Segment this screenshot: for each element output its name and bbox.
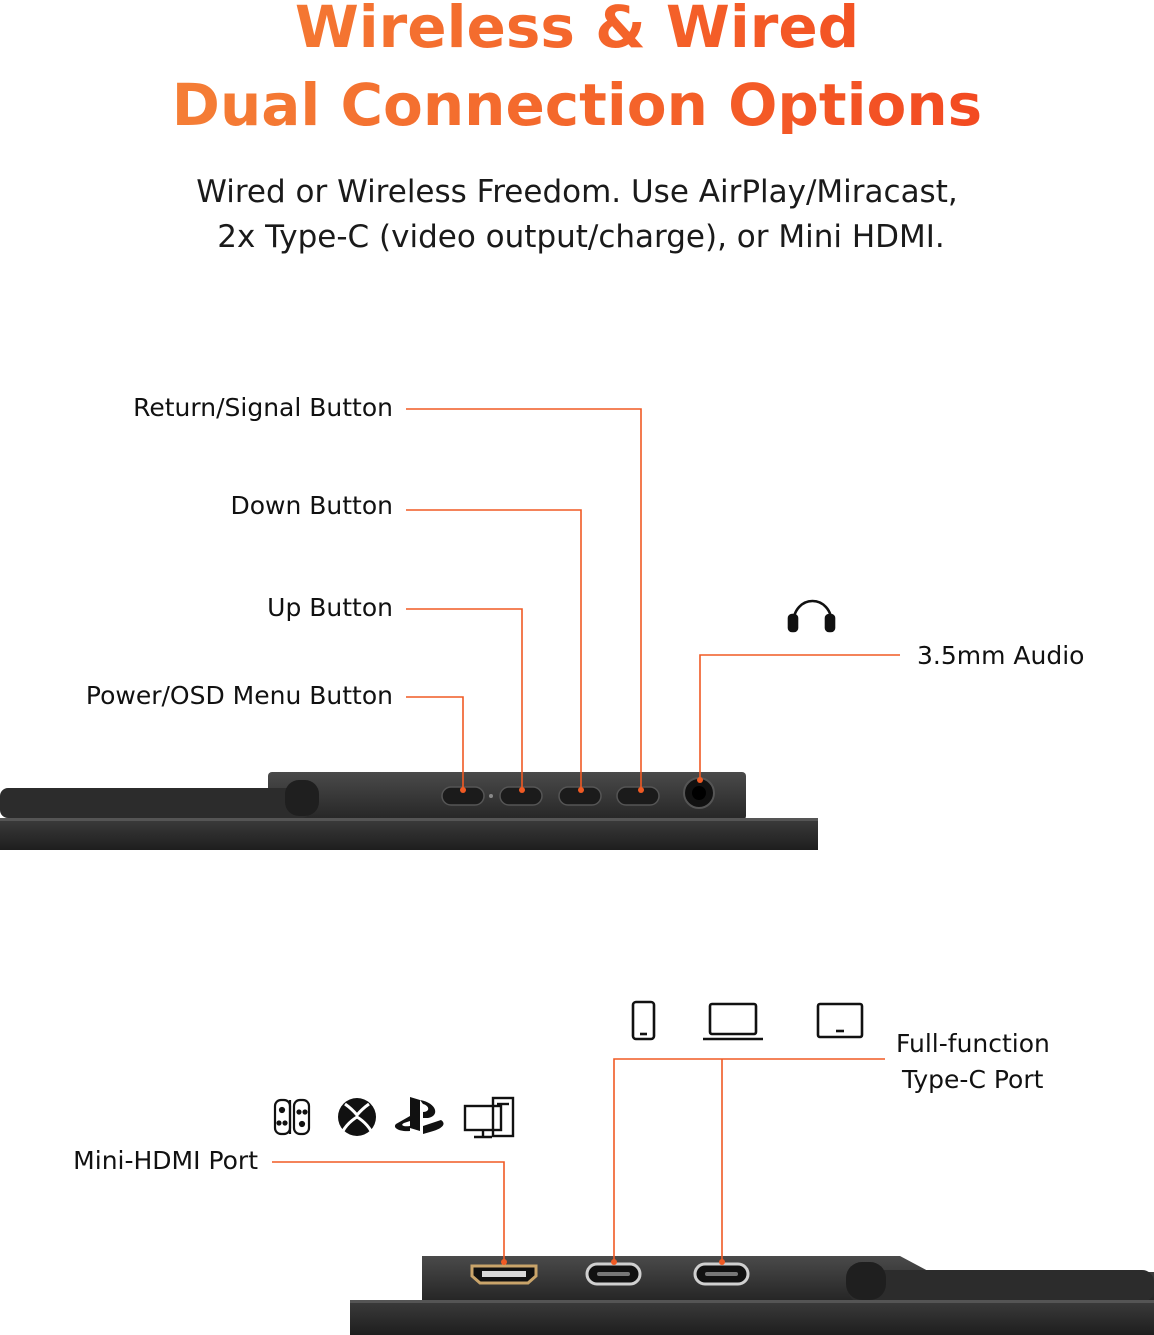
subtitle-line-2: 2x Type-C (video output/charge), or Mini… <box>217 219 945 255</box>
mini-hdmi-label: Mini-HDMI Port <box>73 1146 258 1175</box>
bottom-device-edge <box>350 1256 1154 1335</box>
return-signal-button[interactable] <box>616 786 660 806</box>
top-callout-lines <box>406 408 900 790</box>
tablet-icon <box>816 1002 864 1039</box>
title-line-1: Wireless & Wired <box>0 0 1154 56</box>
power-osd-button-label: Power/OSD Menu Button <box>85 681 393 710</box>
bottom-callout-lines <box>272 1058 885 1262</box>
laptop-icon <box>703 1002 763 1041</box>
indicator-led <box>489 794 493 798</box>
switch-console-icon <box>273 1098 311 1136</box>
up-button[interactable] <box>499 786 543 806</box>
title-line-2: Dual Connection Options <box>0 76 1154 134</box>
down-button-label: Down Button <box>230 491 393 520</box>
bottom-ports <box>470 1262 750 1286</box>
phone-icon <box>631 1000 656 1041</box>
bottom-callout-dots <box>501 1259 725 1265</box>
type-c-port-1[interactable] <box>585 1262 642 1286</box>
xbox-icon <box>338 1098 376 1136</box>
subtitle-line-1: Wired or Wireless Freedom. Use AirPlay/M… <box>196 174 958 210</box>
audio-label: 3.5mm Audio <box>917 641 1085 670</box>
type-c-label-line-2: Type-C Port <box>902 1065 1044 1094</box>
desktop-pc-icon <box>463 1096 515 1139</box>
type-c-label-line-1: Full-function <box>896 1029 1050 1058</box>
headphones-icon <box>787 599 836 633</box>
return-signal-button-label: Return/Signal Button <box>133 393 393 422</box>
top-device-edge <box>0 772 818 850</box>
top-callout-dots <box>460 777 703 793</box>
type-c-port-2[interactable] <box>693 1262 750 1286</box>
down-button[interactable] <box>558 786 602 806</box>
up-button-label: Up Button <box>267 593 393 622</box>
playstation-icon <box>394 1097 444 1134</box>
mini-hdmi-port[interactable] <box>470 1264 538 1285</box>
